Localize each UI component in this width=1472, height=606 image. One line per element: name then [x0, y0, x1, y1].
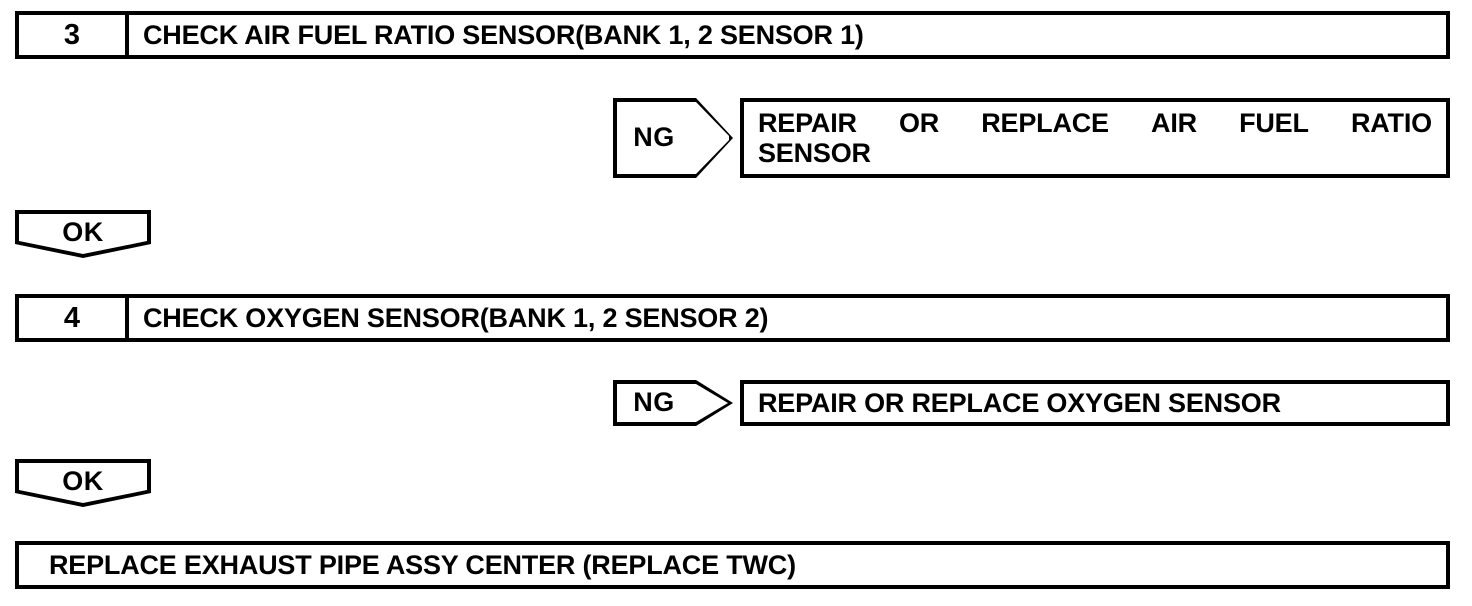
ng-result-line-2: SENSOR [758, 138, 871, 168]
step-row-3: 3 CHECK AIR FUEL RATIO SENSOR(BANK 1, 2 … [15, 11, 1450, 59]
step-row-4: 4 CHECK OXYGEN SENSOR(BANK 1, 2 SENSOR 2… [15, 294, 1450, 342]
step-title-3: CHECK AIR FUEL RATIO SENSOR(BANK 1, 2 SE… [143, 19, 864, 50]
ng-result-word: FUEL [1239, 107, 1309, 138]
ng-result-word: AIR [1151, 107, 1197, 138]
ng-result-line-1: REPAIR OR REPLACE OXYGEN SENSOR [758, 387, 1281, 418]
ng-result-box-4: REPAIR OR REPLACE OXYGEN SENSOR [740, 380, 1450, 426]
ng-result-word: RATIO [1350, 107, 1432, 138]
ok-label-4: OK [62, 466, 104, 496]
ng-tag-4: NG [613, 380, 733, 426]
ok-label-3: OK [62, 217, 104, 247]
conclusion-box: REPLACE EXHAUST PIPE ASSY CENTER (REPLAC… [15, 541, 1450, 589]
ng-label-3: NG [633, 122, 675, 152]
ok-tag-3: OK [15, 210, 151, 258]
ok-tag-4: OK [15, 459, 151, 507]
step-number-4: 4 [19, 298, 129, 338]
ng-label-4: NG [633, 387, 675, 417]
ng-result-word: REPLACE [981, 107, 1109, 138]
ng-result-line-1: REPAIR OR REPLACE AIR FUEL RATIO [758, 108, 1432, 138]
ng-result-word: REPAIR [758, 107, 857, 138]
ng-result-box-3: REPAIR OR REPLACE AIR FUEL RATIO SENSOR [740, 98, 1450, 178]
ng-tag-3: NG [613, 98, 733, 178]
ng-result-word: OR [898, 107, 940, 138]
step-number-3: 3 [19, 15, 129, 55]
step-title-4: CHECK OXYGEN SENSOR(BANK 1, 2 SENSOR 2) [143, 302, 769, 333]
conclusion-text: REPLACE EXHAUST PIPE ASSY CENTER (REPLAC… [49, 549, 796, 580]
